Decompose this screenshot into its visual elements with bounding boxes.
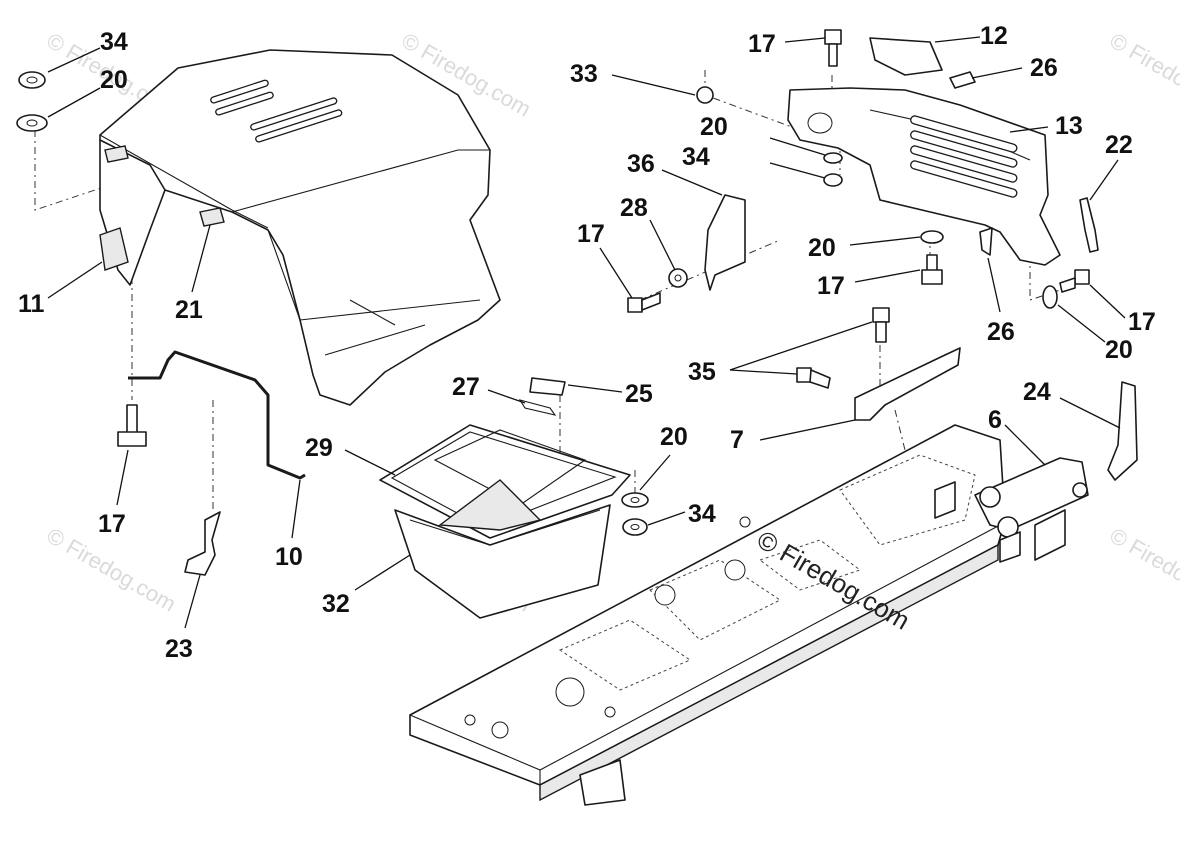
bolt-17-right xyxy=(921,254,943,285)
callout-32: 32 xyxy=(322,590,350,618)
bolt-17-left xyxy=(117,404,147,447)
callout-21: 21 xyxy=(175,296,203,324)
bolt-17-top xyxy=(824,29,842,67)
bracket-36 xyxy=(704,194,746,291)
callout-12: 12 xyxy=(980,22,1008,50)
grille-assembly xyxy=(787,87,1061,266)
bracket-23 xyxy=(184,511,221,576)
callout-13: 13 xyxy=(1055,112,1083,140)
callout-24: 24 xyxy=(1023,378,1051,406)
plate-25 xyxy=(529,377,566,396)
clip-27 xyxy=(518,399,557,416)
star-washer-28 xyxy=(668,268,688,288)
plug-33 xyxy=(696,86,714,104)
hood-rod xyxy=(128,350,306,480)
callout-33: 33 xyxy=(570,60,598,88)
strip-22 xyxy=(1079,197,1099,253)
callout-29: 29 xyxy=(305,434,333,462)
callout-17: 17 xyxy=(748,30,776,58)
callout-35: 35 xyxy=(688,358,716,386)
watermark-text: © Firedog.com xyxy=(1106,28,1180,122)
callout-6: 6 xyxy=(988,406,1002,434)
tray-assembly xyxy=(379,424,631,619)
callout-17: 17 xyxy=(1128,308,1156,336)
bolt-17-far-right xyxy=(1059,269,1090,293)
callout-34: 34 xyxy=(100,28,128,56)
bolt-35-upper xyxy=(872,307,890,343)
callout-20: 20 xyxy=(700,113,728,141)
callout-28: 28 xyxy=(620,194,648,222)
callout-17: 17 xyxy=(577,220,605,248)
frame xyxy=(409,424,1089,806)
callout-22: 22 xyxy=(1105,131,1133,159)
bracket-7 xyxy=(854,347,961,421)
callout-26: 26 xyxy=(1030,54,1058,82)
callout-11: 11 xyxy=(18,290,45,318)
bolt-35-lower xyxy=(796,367,831,389)
callout-17: 17 xyxy=(98,510,126,538)
callout-34: 34 xyxy=(682,143,710,171)
washer-20-far-right xyxy=(1042,285,1058,309)
watermark-text: © Firedog.com xyxy=(1106,523,1180,617)
callout-10: 10 xyxy=(275,543,303,571)
callout-27: 27 xyxy=(452,373,480,401)
callout-25: 25 xyxy=(625,380,653,408)
bolt-17-grille xyxy=(627,292,661,313)
nut-34-top-left xyxy=(18,71,46,89)
leader-lines xyxy=(47,36,1126,629)
callout-34: 34 xyxy=(688,500,716,528)
callout-20: 20 xyxy=(808,234,836,262)
washer-20-right xyxy=(920,230,944,244)
clip-26-lower xyxy=(979,227,993,256)
nut-34-mid xyxy=(622,518,648,536)
clip-26-top xyxy=(949,71,976,89)
hood xyxy=(99,49,501,406)
washer-20-upper xyxy=(823,152,843,164)
plate-12 xyxy=(869,37,943,76)
callout-20: 20 xyxy=(1105,336,1133,364)
washer-20-mid xyxy=(621,492,649,508)
callout-7: 7 xyxy=(730,426,744,454)
callout-20: 20 xyxy=(100,66,128,94)
callout-26: 26 xyxy=(987,318,1015,346)
callout-23: 23 xyxy=(165,635,193,663)
callout-20: 20 xyxy=(660,423,688,451)
callouts: 34 20 11 21 17 10 23 27 25 29 32 20 34 3… xyxy=(18,22,1156,663)
callout-36: 36 xyxy=(627,150,655,178)
bracket-24 xyxy=(1107,381,1138,481)
callout-17: 17 xyxy=(817,272,845,300)
nut-34-upper xyxy=(823,173,843,187)
washer-20-top-left xyxy=(16,114,48,132)
